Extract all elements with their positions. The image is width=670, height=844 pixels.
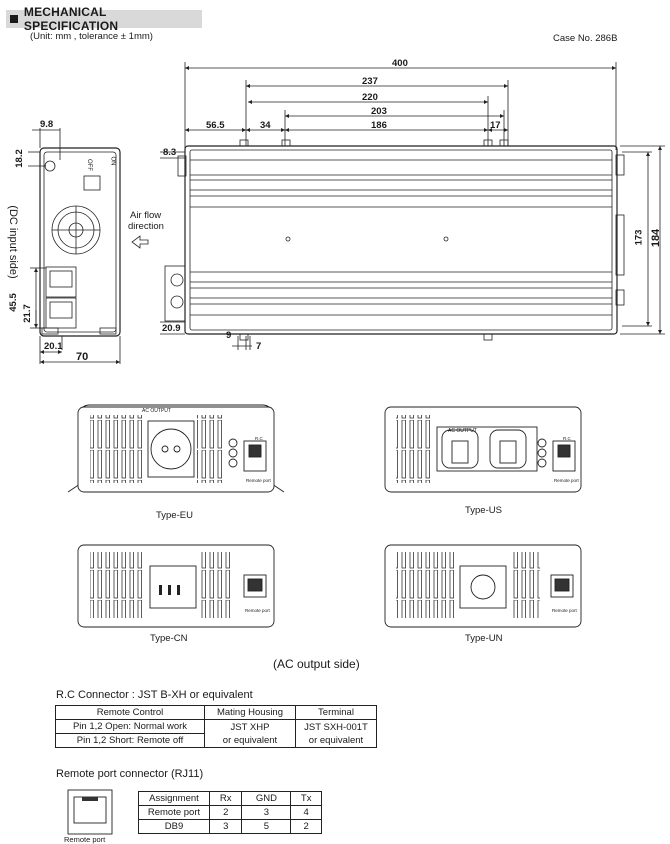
header-square-icon [10,15,18,23]
airflow-label: Air flow [130,210,162,221]
dim-21-7: 21.7 [21,304,33,323]
table-row: DB9 3 5 2 [138,819,322,834]
us-remote-port-label: Remote port [554,478,579,483]
table-row: Remote Control Mating Housing Terminal [55,705,377,720]
rj-header-assignment: Assignment [138,791,210,806]
table-row: Remote port 2 3 4 [138,805,322,820]
rj-cell: Remote port [138,805,210,820]
us-ac-output-label: AC OUTPUT [448,428,477,434]
dim-203: 203 [371,106,387,117]
rc-header-terminal: Terminal [295,705,377,720]
rc-connector-title: R.C Connector : JST B-XH or equivalent [56,689,253,701]
dim-8-3: 8.3 [163,147,177,158]
rj11-pin-table: Assignment Rx GND Tx Remote port 2 3 4 D… [138,791,322,834]
rc-terminal-line2: or equivalent [308,734,364,746]
rj-cell: 4 [290,805,322,820]
rc-header-remote-control: Remote Control [55,705,205,720]
dim-9-8: 9.8 [40,119,54,130]
eu-remote-port-label: Remote port [246,478,271,483]
rc-housing-line2: or equivalent [222,734,278,746]
off-label: OFF [86,159,92,171]
dim-56-5: 56.5 [206,120,225,131]
table-row: Pin 1,2 Short: Remote off [55,733,377,748]
eu-ac-output-label: AC OUTPUT [142,408,171,414]
rj-header-tx: Tx [290,791,322,806]
rj11-icon-label: Remote port [64,835,106,844]
rj-cell: 5 [241,819,292,834]
section-header: MECHANICAL SPECIFICATION [6,5,202,33]
rc-terminal-line1: JST SXH-001T [304,721,368,733]
rc-header-mating-housing: Mating Housing [204,705,296,720]
dim-186: 186 [371,120,387,131]
dim-173: 173 [633,229,645,246]
ac-output-side-label: (AC output side) [273,657,360,671]
dim-220: 220 [362,92,378,103]
type-us-label: Type-US [465,505,502,516]
type-cn-label: Type-CN [150,633,188,644]
dim-20-9: 20.9 [162,323,181,334]
dim-20-1: 20.1 [44,341,63,352]
rc-housing-line1: JST XHP [230,721,270,733]
dim-400: 400 [392,58,408,69]
dim-18-2: 18.2 [13,149,25,168]
rj-cell: 2 [208,805,243,820]
rc-row-open: Pin 1,2 Open: Normal work [55,719,205,734]
dim-184: 184 [650,228,663,248]
dc-input-side-label: (DC input side) [7,205,19,279]
rj11-port-icon [68,790,112,834]
rj-cell: 3 [241,805,292,820]
rj-cell: 3 [208,819,243,834]
type-un-label: Type-UN [465,633,503,644]
table-row: Assignment Rx GND Tx [138,791,322,806]
unit-note: (Unit: mm , tolerance ± 1mm) [30,31,153,42]
cn-remote-port-label: Remote port [245,608,270,613]
eu-rc-label: R.C [255,436,263,441]
section-title: MECHANICAL SPECIFICATION [23,5,119,33]
rj11-title: Remote port connector (RJ11) [56,768,204,780]
rc-connector-table: Remote Control Mating Housing Terminal P… [55,705,377,748]
dim-7: 7 [256,341,262,352]
rj-header-gnd: GND [241,791,292,806]
airflow-direction-label: direction [128,221,164,232]
rj-cell: 2 [290,819,322,834]
dim-237: 237 [362,76,378,87]
rj-cell: DB9 [138,819,210,834]
rc-row-short: Pin 1,2 Short: Remote off [55,733,205,748]
case-number: Case No. 286B [553,33,618,44]
dim-70: 70 [76,351,89,363]
on-label: ON [109,156,116,166]
dim-17: 17 [490,120,501,131]
dim-9: 9 [226,330,232,341]
type-eu-label: Type-EU [156,510,193,521]
un-remote-port-label: Remote port [552,608,577,613]
rj-header-rx: Rx [208,791,243,806]
dim-34: 34 [260,120,271,131]
us-rc-label: R.C [563,436,571,441]
